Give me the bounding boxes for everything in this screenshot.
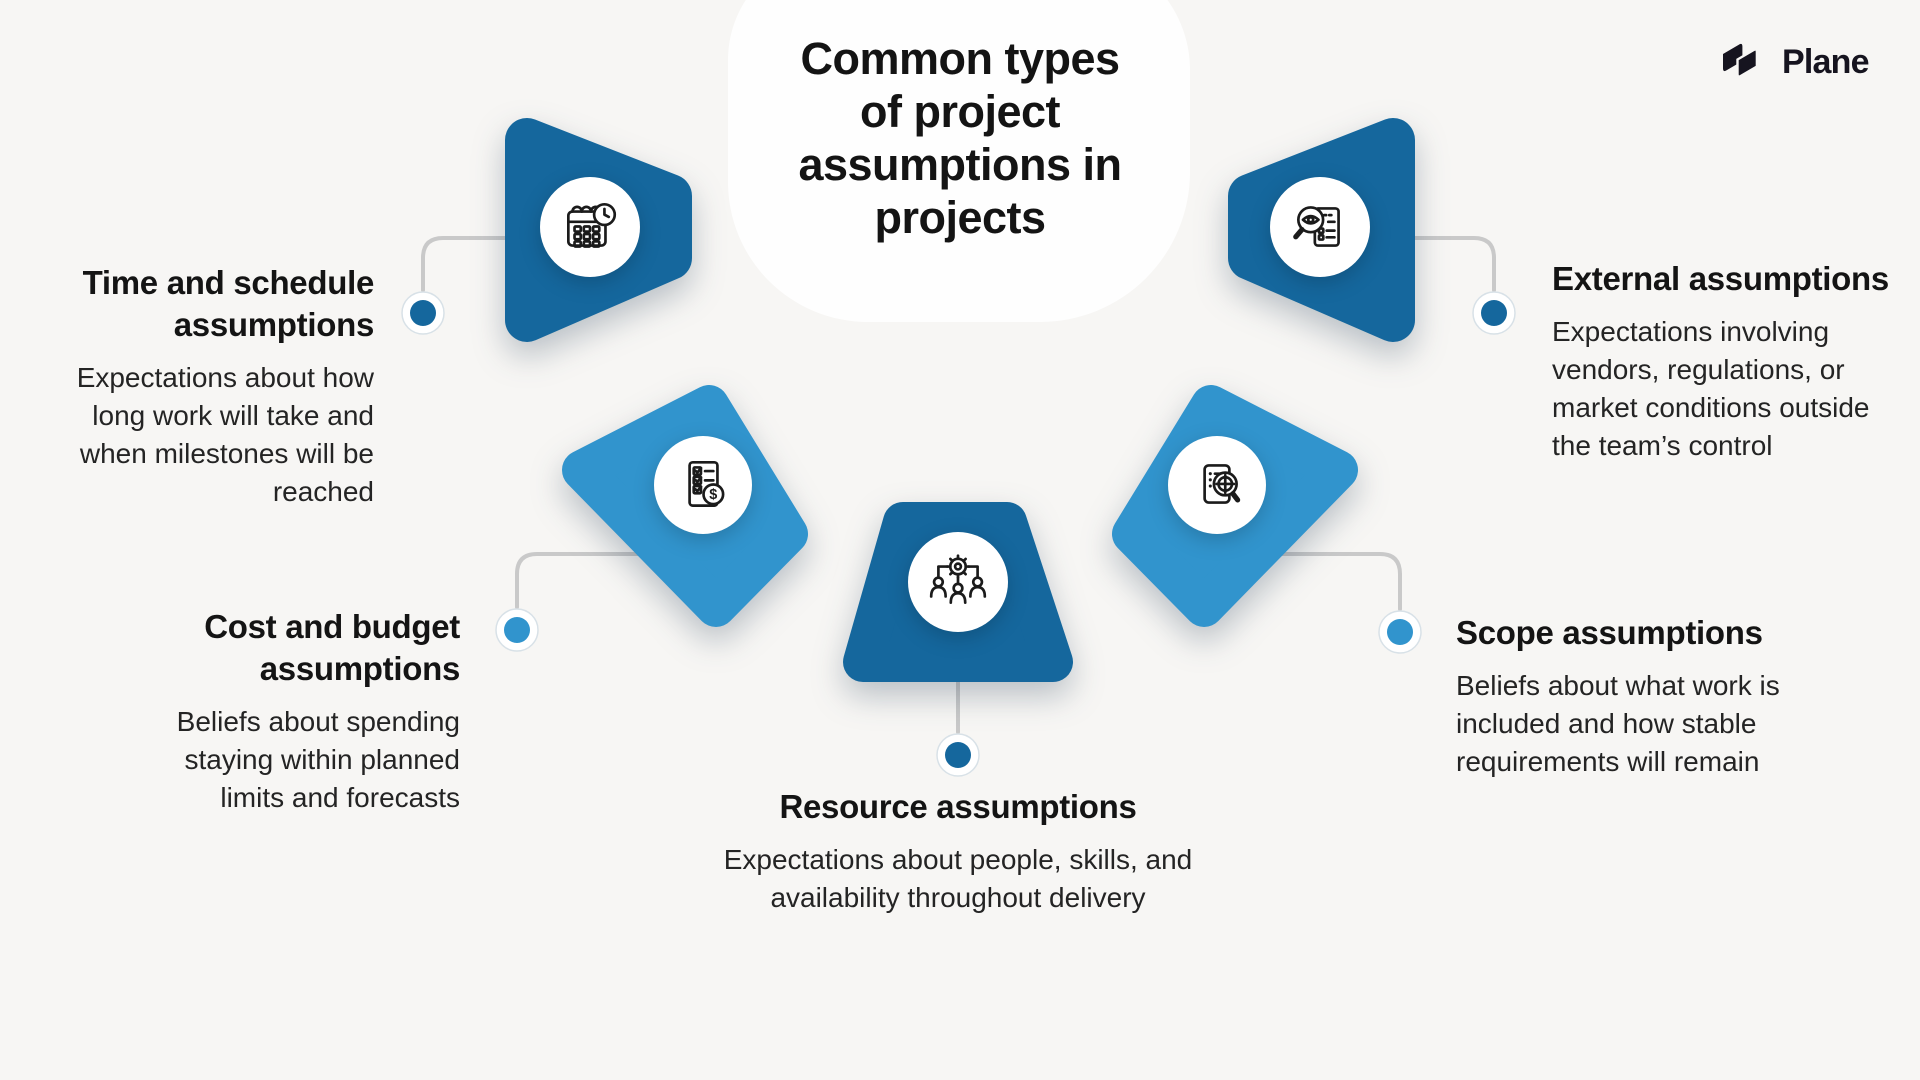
section-time: Time and schedule assumptions Expectatio… xyxy=(24,262,375,511)
title-background-blob xyxy=(728,0,1190,322)
endpoint-dots xyxy=(401,291,1516,777)
dot-cost xyxy=(495,608,539,652)
page-title: Common types of project assumptions in p… xyxy=(798,33,1122,243)
checklist-dollar-icon: $ xyxy=(670,452,736,518)
dot-time xyxy=(401,291,445,335)
connector-scope xyxy=(1258,552,1402,611)
section-title: Time and schedule assumptions xyxy=(82,264,375,343)
dot-scope xyxy=(1378,610,1422,654)
dot-resource xyxy=(936,733,980,777)
brand-logo: Plane xyxy=(1722,42,1870,82)
svg-text:$: $ xyxy=(709,487,717,503)
brand-name: Plane xyxy=(1782,42,1870,81)
section-description: Beliefs about spending staying within pl… xyxy=(176,706,460,813)
section-title: Cost and budget assumptions xyxy=(204,608,460,687)
connector-external xyxy=(1358,236,1496,292)
section-description: Expectations involving vendors, regulati… xyxy=(1552,316,1870,461)
section-title: Resource assumptions xyxy=(779,788,1137,825)
section-scope: Scope assumptions Beliefs about what wor… xyxy=(1456,612,1828,781)
connector-cost xyxy=(515,552,662,609)
section-title: Scope assumptions xyxy=(1456,614,1763,651)
connector-time xyxy=(421,236,562,292)
document-magnifier-icon xyxy=(1184,452,1250,518)
calendar-clock-icon xyxy=(557,194,623,260)
team-gear-icon xyxy=(925,549,991,615)
section-description: Beliefs about what work is included and … xyxy=(1456,670,1780,777)
section-description: Expectations about people, skills, and a… xyxy=(723,844,1193,913)
section-cost: Cost and budget assumptions Beliefs abou… xyxy=(130,606,461,817)
section-title: External assumptions xyxy=(1552,260,1889,297)
dot-external xyxy=(1472,291,1516,335)
magnifier-eye-document-icon xyxy=(1287,194,1353,260)
section-external: External assumptions Expectations involv… xyxy=(1552,258,1914,465)
section-description: Expectations about how long work will ta… xyxy=(76,362,374,507)
plane-logo-icon xyxy=(1723,43,1759,78)
section-resource: Resource assumptions Expectations about … xyxy=(718,786,1198,917)
